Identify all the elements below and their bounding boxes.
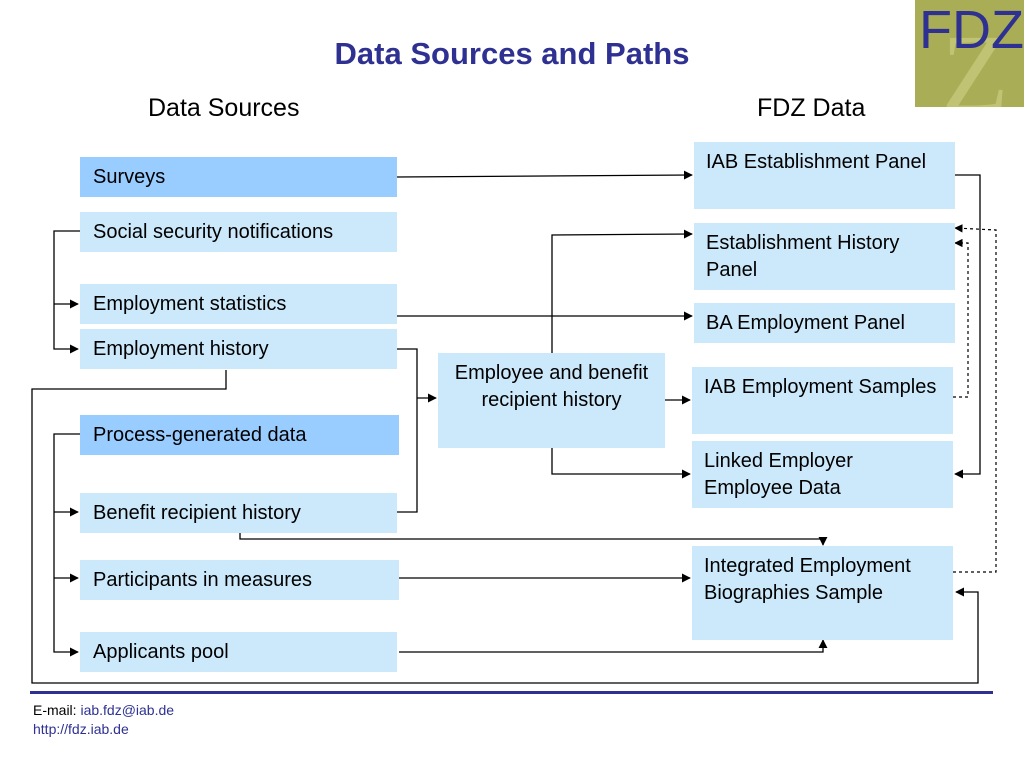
bracket-social-security: [53, 230, 80, 354]
employee-benefit-history: Employee and benefit recipient history: [438, 353, 665, 448]
footer-email-row: E-mail: iab.fdz@iab.de: [33, 702, 174, 718]
arrow-employee-benefit-to-linked: [551, 448, 691, 479]
dashed-arrow-integrated-to-establishment-history: [953, 224, 997, 573]
arrow-surveys-to-iab-establishment: [396, 170, 693, 180]
fdz-ba-employment-panel: BA Employment Panel: [694, 303, 955, 343]
bracket-process-generated: [53, 433, 80, 657]
fdz-iab-employment-samples: IAB Employment Samples: [692, 367, 953, 434]
source-benefit-recipient: Benefit recipient history: [80, 493, 397, 533]
email-label: E-mail:: [33, 702, 81, 718]
fdz-linked-employer-employee: Linked Employer Employee Data: [692, 441, 953, 508]
source-employment-history: Employment history: [80, 329, 397, 369]
dashed-arrow-samples-to-establishment-history: [953, 238, 969, 398]
svg-text:Z: Z: [941, 12, 1008, 107]
footer-divider: [30, 691, 993, 694]
heading-data-sources: Data Sources: [148, 94, 300, 122]
fdz-establishment-history-panel: Establishment History Panel: [694, 223, 955, 290]
source-participants: Participants in measures: [80, 560, 399, 600]
source-process-generated: Process-generated data: [80, 415, 399, 455]
arrow-benefit-to-integrated: [239, 532, 828, 546]
arrow-employee-benefit-to-establishment-history: [551, 229, 693, 353]
logo-text: FDZ: [919, 0, 1024, 60]
fdz-logo: Z FDZ: [915, 0, 1024, 107]
arrow-employment-history-to-integrated: [31, 370, 979, 684]
fdz-integrated-biographies: Integrated Employment Biographies Sample: [692, 546, 953, 640]
fdz-iab-establishment-panel: IAB Establishment Panel: [694, 142, 955, 209]
source-employment-statistics: Employment statistics: [80, 284, 397, 324]
bracket-history-to-employee-benefit: [397, 348, 418, 513]
email-link[interactable]: iab.fdz@iab.de: [80, 702, 175, 718]
page-title: Data Sources and Paths: [334, 36, 690, 71]
footer-url-row: http://fdz.iab.de: [33, 721, 129, 737]
fdz-logo-graphic: Z FDZ: [919, 0, 1024, 107]
source-applicants: Applicants pool: [80, 632, 397, 672]
source-surveys: Surveys: [80, 157, 397, 197]
arrow-applicants-to-integrated: [399, 639, 828, 653]
heading-fdz-data: FDZ Data: [757, 94, 866, 122]
arrow-establishment-panel-to-linked: [954, 174, 981, 479]
source-social-security: Social security notifications: [80, 212, 397, 252]
website-link[interactable]: http://fdz.iab.de: [33, 721, 129, 737]
